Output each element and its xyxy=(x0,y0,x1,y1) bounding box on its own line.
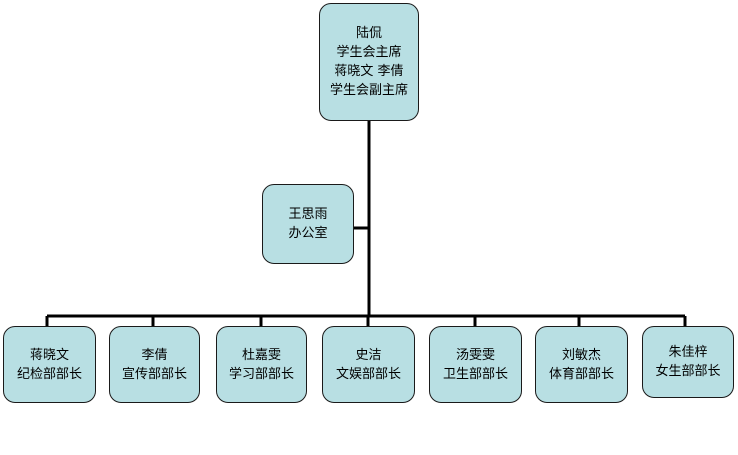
department-node-female-students: 朱佳梓 女生部部长 xyxy=(642,326,734,398)
president-node: 陆侃 学生会主席 蒋晓文 李倩 学生会副主席 xyxy=(319,3,419,121)
node-text: 宣传部部长 xyxy=(121,366,187,382)
node-text: 刘敏杰 xyxy=(561,347,601,363)
node-text: 蒋晓文 xyxy=(29,347,69,363)
node-text: 学生会主席 xyxy=(336,45,402,60)
node-text: 体育部部长 xyxy=(548,366,614,382)
node-text: 女生部部长 xyxy=(655,364,721,379)
department-node-discipline: 蒋晓文 纪检部部长 xyxy=(3,326,96,403)
node-text: 史洁 xyxy=(355,347,382,363)
node-text: 陆侃 xyxy=(355,26,382,41)
node-text: 办公室 xyxy=(288,226,328,241)
node-text: 李倩 xyxy=(141,347,168,363)
node-text: 蒋晓文 李倩 xyxy=(334,64,404,79)
department-node-sports: 刘敏杰 体育部部长 xyxy=(535,326,628,403)
node-text: 汤雯雯 xyxy=(455,347,495,363)
node-text: 朱佳梓 xyxy=(668,345,708,360)
node-text: 纪检部部长 xyxy=(16,366,82,382)
node-text: 文娱部部长 xyxy=(335,366,401,382)
node-text: 杜嘉雯 xyxy=(241,347,281,363)
node-text: 王思雨 xyxy=(288,207,328,222)
node-text: 学习部部长 xyxy=(228,366,294,382)
department-node-entertainment: 史洁 文娱部部长 xyxy=(322,326,415,403)
department-node-publicity: 李倩 宣传部部长 xyxy=(109,326,200,403)
node-text: 卫生部部长 xyxy=(442,366,508,382)
department-node-study: 杜嘉雯 学习部部长 xyxy=(216,326,307,403)
department-node-hygiene: 汤雯雯 卫生部部长 xyxy=(429,326,522,403)
node-text: 学生会副主席 xyxy=(329,83,408,98)
office-node: 王思雨 办公室 xyxy=(262,184,354,264)
